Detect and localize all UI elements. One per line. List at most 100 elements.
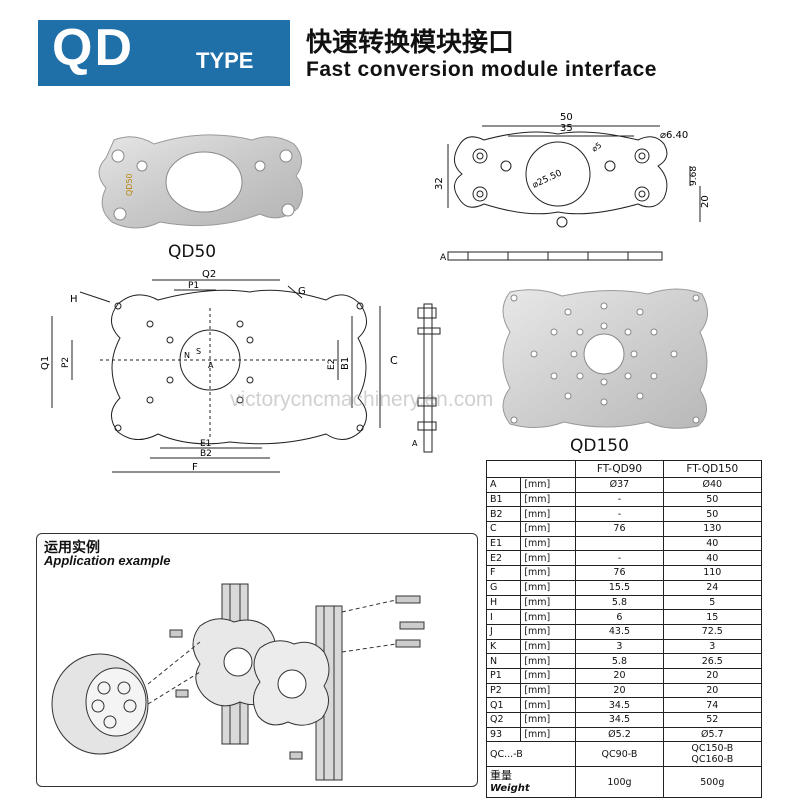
spec-qd90-value: - [575, 506, 664, 523]
spec-unit: [mm] [520, 521, 577, 537]
dim-e1: E1 [200, 439, 211, 449]
title-chinese: 快速转换模块接口 [306, 28, 515, 58]
spec-unit: [mm] [520, 579, 577, 596]
spec-param: E2 [485, 550, 522, 567]
spec-weight-qd90: 100g [575, 766, 664, 799]
spec-unit: [mm] [520, 682, 577, 699]
spec-unit: [mm] [520, 623, 577, 640]
spec-unit: [mm] [520, 667, 577, 684]
spec-qd90-value: 3 [575, 638, 664, 655]
spec-qd150-value: Ø40 [662, 477, 763, 493]
spec-row: B2[mm]-50 [485, 506, 763, 523]
spec-unit: [mm] [520, 535, 577, 552]
spec-qd90-value: 34.5 [575, 712, 664, 728]
qd50-label: QD50 [168, 242, 217, 262]
dim-center: ⌀25.50 [531, 168, 564, 190]
spec-param: P2 [485, 682, 522, 699]
spec-qd90-value: 15.5 [575, 579, 664, 596]
spec-header-empty [485, 460, 577, 478]
spec-qd90-value: 34.5 [575, 697, 664, 713]
dim-50: 50 [560, 112, 573, 123]
dim-5: ⌀5 [590, 141, 603, 154]
dim-q1: Q1 [40, 356, 51, 370]
spec-row: E1[mm]40 [485, 535, 763, 552]
spec-row: B1[mm]-50 [485, 491, 763, 508]
spec-unit: [mm] [520, 638, 577, 655]
application-example-panel [36, 533, 478, 787]
spec-unit: [mm] [520, 697, 577, 713]
spec-param: B2 [485, 506, 522, 523]
spec-param: 93 [485, 726, 522, 743]
spec-qd150-value: 20 [662, 682, 763, 699]
dim-35: 35 [560, 123, 573, 134]
dim-32: 32 [434, 177, 445, 190]
application-title-en: Application example [44, 553, 171, 568]
spec-qd90-value: 43.5 [575, 623, 664, 640]
spec-unit: [mm] [520, 594, 577, 611]
spec-unit: [mm] [520, 712, 577, 728]
spec-qd90-value: Ø37 [575, 477, 664, 493]
spec-param: I [485, 609, 522, 625]
spec-row: E2[mm]-40 [485, 550, 763, 567]
spec-param: A [485, 477, 522, 493]
spec-qd90-value: - [575, 550, 664, 567]
spec-qd150-value: 50 [662, 491, 763, 508]
spec-unit: [mm] [520, 565, 577, 581]
spec-weight-qd150: 500g [662, 766, 763, 799]
spec-param: K [485, 638, 522, 655]
weight-label-en: Weight [490, 783, 530, 795]
qd-generic-drawing: Q2 P1 G H Q1 P2 E2 B1 C E1 B2 F N S A A [40, 269, 441, 473]
watermark: victorycncmachinery.en.com [230, 388, 494, 411]
spec-param: E1 [485, 535, 522, 552]
logo-type-label: TYPE [196, 48, 254, 73]
spec-qd90-value: 6 [575, 609, 664, 625]
logo-text: QD [52, 19, 134, 77]
spec-qd90-value: - [575, 491, 664, 508]
dim-n: N [184, 351, 190, 360]
spec-qd90-value: 76 [575, 521, 664, 537]
spec-unit: [mm] [520, 653, 577, 669]
dim-q2: Q2 [202, 269, 216, 280]
application-title-cn: 运用实例 [44, 540, 100, 556]
spec-param: P1 [485, 667, 522, 684]
dim-f: F [192, 462, 198, 473]
spec-param: N [485, 653, 522, 669]
spec-param: B1 [485, 491, 522, 508]
spec-param: J [485, 623, 522, 640]
spec-param: Q2 [485, 712, 522, 728]
spec-qd150-value: 52 [662, 712, 763, 728]
spec-qc-qd90: QC90-B [575, 741, 664, 768]
dim-20: 20 [700, 195, 711, 208]
spec-qd150-value: 130 [662, 521, 763, 537]
qd150-plate-photo [502, 288, 708, 429]
spec-param: F [485, 565, 522, 581]
dim-p2: P2 [61, 357, 71, 368]
spec-param: G [485, 579, 522, 596]
dim-s: S [196, 347, 201, 356]
spec-qd150-value: 20 [662, 667, 763, 684]
spec-param: C [485, 521, 522, 537]
dim-e2: E2 [327, 359, 337, 370]
dim-968: 9.68 [689, 166, 699, 186]
dim-b1: B1 [340, 357, 351, 370]
spec-qd150-value: 74 [662, 697, 763, 713]
spec-qd150-value: 5 [662, 594, 763, 611]
qd150-label: QD150 [570, 436, 629, 456]
spec-col-qd90: FT-QD90 [575, 460, 664, 478]
